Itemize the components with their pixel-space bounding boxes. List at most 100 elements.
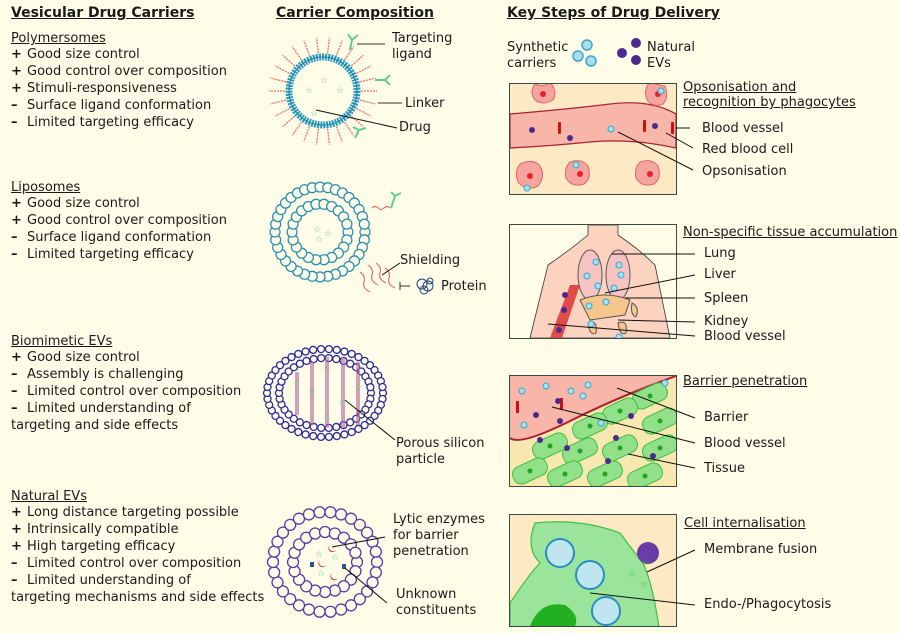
label-red-blood-cell: Red blood cell xyxy=(702,142,794,157)
lipid-head xyxy=(295,418,304,427)
minus-icon: – xyxy=(11,230,18,245)
targeting-ligand-icon xyxy=(390,191,402,209)
composition-column-title: Carrier Composition xyxy=(276,5,434,21)
plus-icon: + xyxy=(11,81,22,96)
attribute-text: Limited understanding of xyxy=(27,401,191,416)
lipid-head xyxy=(352,363,361,372)
title-line: recognition by phagocytes xyxy=(683,95,856,110)
attribute-text: Intrinsically compatible xyxy=(27,522,179,537)
carrier-attribute: +Intrinsically compatible xyxy=(11,521,264,538)
label-linker: Linker xyxy=(405,96,445,111)
endocytosed-carriers xyxy=(545,538,621,626)
lipid-head xyxy=(292,599,306,612)
label-blood-vessel-2: Blood vessel xyxy=(704,329,786,344)
svg-text:☆: ☆ xyxy=(317,569,325,579)
label-lung: Lung xyxy=(704,246,736,261)
inhibit-icon xyxy=(399,282,410,290)
lipid-head xyxy=(324,344,334,354)
minus-icon: – xyxy=(11,98,18,113)
svg-text:☆: ☆ xyxy=(640,580,648,590)
linker-chain xyxy=(356,65,372,74)
cell-nucleus xyxy=(577,448,583,454)
label-drug: Drug xyxy=(399,120,431,135)
carrier-attribute: –Limited control over composition xyxy=(11,555,264,572)
label-protein: Protein xyxy=(441,279,487,294)
linker-chain xyxy=(282,54,295,67)
lipid-head xyxy=(276,585,290,598)
attribute-text-continued: targeting mechanisms and side effects xyxy=(11,590,265,605)
attribute-text: Limited targeting efficacy xyxy=(27,115,194,130)
linker-chain xyxy=(335,126,343,142)
plus-icon: + xyxy=(11,213,22,228)
minus-icon: – xyxy=(11,115,18,130)
lipid-head xyxy=(309,345,318,355)
lipid-head xyxy=(366,383,375,392)
attribute-text: Good size control xyxy=(27,196,140,211)
carrier-attribute: –Limited targeting efficacy xyxy=(11,246,227,263)
lipid-head xyxy=(378,382,387,392)
cell-nucleus xyxy=(527,468,533,474)
cell-nucleus xyxy=(657,418,663,424)
label-tissue: Tissue xyxy=(704,461,745,476)
drug-star-icons: ☆☆☆ xyxy=(315,550,339,579)
carrier-natural-evs: Natural EVs +Long distance targeting pos… xyxy=(11,489,264,606)
barrier xyxy=(510,376,676,441)
natural-evs xyxy=(533,398,656,464)
linker-chain xyxy=(274,65,290,74)
linker-chain xyxy=(303,126,311,142)
linker-chain xyxy=(291,46,302,61)
linker-chain xyxy=(282,115,295,128)
svg-text:☆: ☆ xyxy=(313,225,321,235)
svg-text:☆: ☆ xyxy=(308,388,316,398)
attribute-text: Limited understanding of xyxy=(27,573,191,588)
plus-icon: + xyxy=(11,47,22,62)
cell-nuclei xyxy=(527,91,661,179)
label-blood-vessel: Blood vessel xyxy=(702,121,784,136)
label-membrane-fusion: Membrane fusion xyxy=(704,542,818,557)
lipid-head xyxy=(284,367,293,376)
lipid-head xyxy=(289,414,298,423)
linker-chain xyxy=(291,121,302,136)
svg-text:☆: ☆ xyxy=(320,76,328,86)
synthetic-carriers xyxy=(523,87,665,192)
linker-chain xyxy=(356,108,372,117)
linker-chain xyxy=(303,40,311,56)
linker-chain xyxy=(359,77,376,83)
lipid-head xyxy=(365,361,375,370)
minus-icon: – xyxy=(11,384,18,399)
svg-text:☆: ☆ xyxy=(354,383,362,393)
cell-nucleus xyxy=(587,423,593,429)
svg-text:☆: ☆ xyxy=(336,86,344,96)
lipid-heads xyxy=(262,344,388,442)
attribute-text: High targeting efficacy xyxy=(27,539,176,554)
red-blood-cells xyxy=(558,120,674,134)
lipid-heads xyxy=(266,506,384,618)
natural-ev-icon xyxy=(617,38,641,65)
cell-nucleus xyxy=(617,445,623,451)
carrier-liposomes: Liposomes +Good size control+Good contro… xyxy=(11,180,227,263)
carrier-attribute: –Limited control over composition xyxy=(11,383,241,400)
cell-internalisation-title: Cell internalisation xyxy=(684,516,806,531)
carrier-attribute: +Good control over composition xyxy=(11,63,227,80)
label-line: penetration xyxy=(393,544,469,559)
cell-internalisation-panel: ☆☆☆ xyxy=(509,514,677,627)
drug-star-icons: ☆ ☆ ☆ ☆ xyxy=(305,76,344,119)
svg-text:☆: ☆ xyxy=(338,398,346,408)
cell-nucleus xyxy=(657,445,663,451)
red-blood-cells xyxy=(516,398,563,413)
label-kidney: Kidney xyxy=(704,314,749,329)
blood-vessel xyxy=(510,102,676,149)
minus-icon: – xyxy=(11,556,18,571)
label-line: Porous silicon xyxy=(396,436,485,451)
lipid-head xyxy=(301,430,310,439)
svg-text:☆: ☆ xyxy=(324,229,332,239)
carrier-polymersomes: Polymersomes +Good size control+Good con… xyxy=(11,31,227,131)
opsonisation-panel xyxy=(509,83,677,195)
attribute-text: Limited control over composition xyxy=(27,384,242,399)
lipid-head xyxy=(341,218,353,230)
attribute-text: Stimuli-responsiveness xyxy=(27,81,177,96)
lipid-head xyxy=(353,518,366,531)
lipid-head xyxy=(366,576,379,589)
